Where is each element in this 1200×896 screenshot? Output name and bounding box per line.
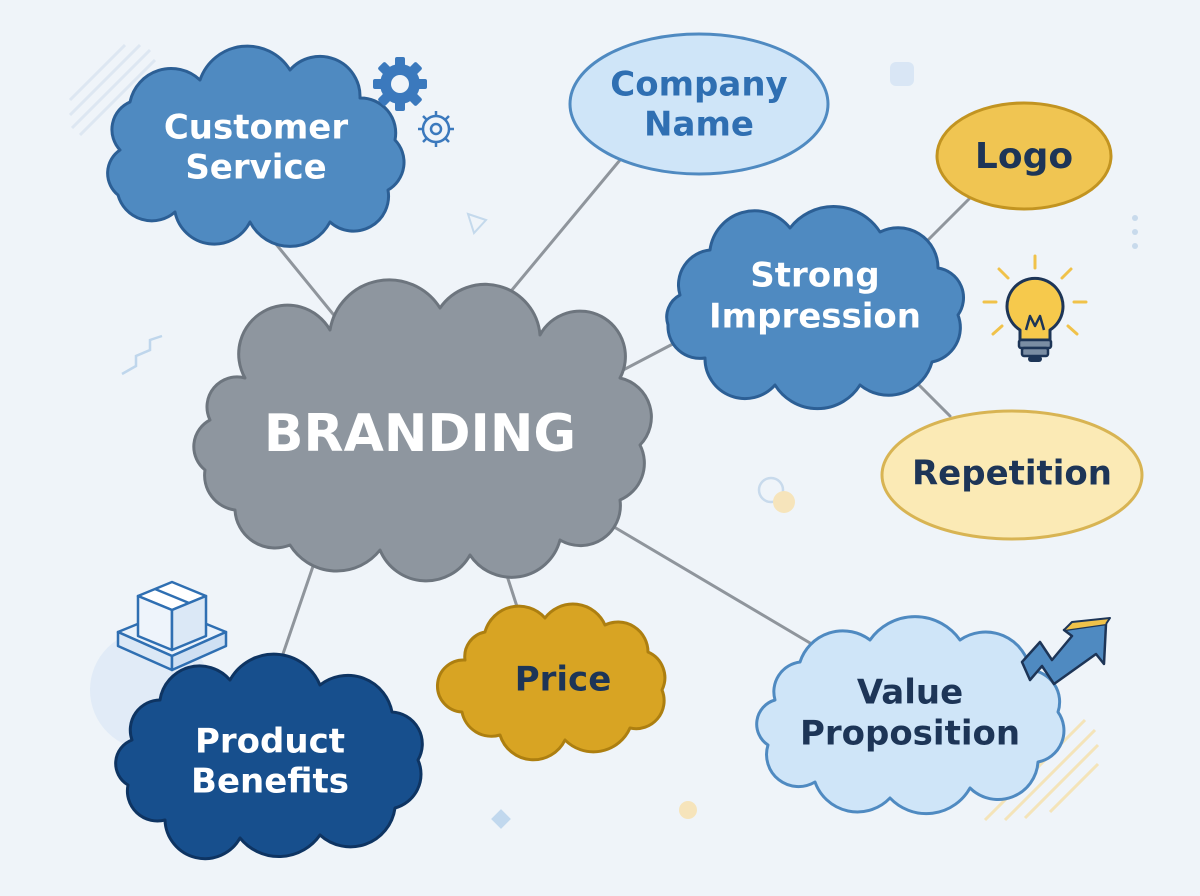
node-strong-impression[interactable]: Strong Impression [665, 205, 965, 411]
price-label: Price [515, 660, 612, 700]
central-label: BRANDING [264, 404, 576, 464]
value-proposition-label-line1: Value [857, 673, 963, 713]
repetition-ellipse [880, 409, 1144, 541]
decor-diamond [491, 809, 511, 829]
value-proposition-cloud [755, 615, 1066, 816]
product-benefits-cloud [114, 652, 424, 861]
arrow-chart-icon [1020, 617, 1111, 686]
decor-zigzag [121, 334, 163, 376]
product-benefits-label-line2: Benefits [191, 762, 349, 802]
hatch-pattern-top-left [68, 43, 157, 137]
node-price[interactable]: Price [436, 602, 667, 762]
product-benefits-label-line1: Product [195, 722, 345, 762]
connector-value-proposition [580, 506, 834, 658]
lightbulb-icon [982, 254, 1088, 362]
company-name-label-line2: Name [644, 105, 754, 145]
node-value-proposition[interactable]: Value Proposition [755, 615, 1066, 816]
box-icon [116, 580, 228, 672]
strong-impression-cloud [665, 205, 965, 411]
node-product-benefits[interactable]: Product Benefits [114, 652, 424, 861]
node-logo[interactable]: Logo [935, 101, 1113, 211]
decor-triangle [466, 212, 488, 235]
connector-logo [924, 194, 974, 244]
decor-dot-gold-bottom [679, 801, 697, 819]
customer-service-label-line2: Service [185, 148, 326, 188]
node-company-name[interactable]: Company Name [568, 32, 830, 176]
node-customer-service[interactable]: Customer Service [106, 44, 406, 248]
gear-icon [373, 57, 454, 147]
company-name-label-line1: Company [610, 65, 787, 105]
logo-ellipse [935, 101, 1113, 211]
value-proposition-label-line2: Proposition [800, 714, 1020, 754]
decor-dot-gold [773, 491, 795, 513]
repetition-label: Repetition [912, 454, 1112, 494]
central-cloud-shape [192, 278, 653, 583]
decor-ring [757, 476, 785, 504]
decor-square-top [890, 62, 914, 86]
strong-impression-label-line1: Strong [750, 256, 879, 296]
node-repetition[interactable]: Repetition [880, 409, 1144, 541]
logo-label: Logo [975, 136, 1073, 177]
decor-dots-right [1132, 215, 1138, 249]
central-node-branding[interactable]: BRANDING [192, 278, 653, 583]
customer-service-cloud [106, 44, 406, 248]
customer-service-label-line1: Customer [164, 108, 348, 148]
company-name-ellipse [568, 32, 830, 176]
strong-impression-label-line2: Impression [709, 297, 921, 337]
price-cloud [436, 602, 667, 762]
